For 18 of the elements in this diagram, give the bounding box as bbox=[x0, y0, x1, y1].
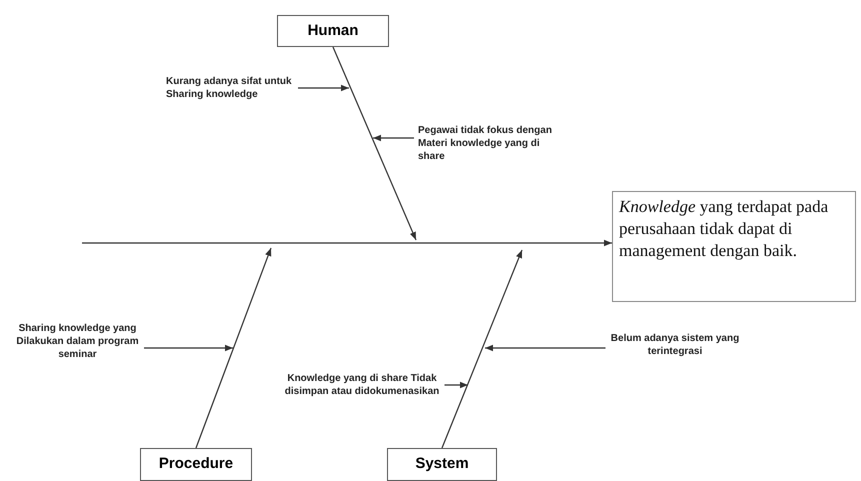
category-box: Human bbox=[277, 15, 389, 47]
arrow bbox=[82, 240, 612, 246]
arrow bbox=[441, 250, 523, 448]
arrow bbox=[444, 382, 468, 388]
arrow bbox=[373, 134, 414, 142]
cause-label: Kurang adanya sifat untuk Sharing knowledge bbox=[166, 75, 294, 103]
arrow bbox=[332, 46, 417, 240]
cause-label: Knowledge yang di share Tidak disimpan atau didokumenasikan bbox=[284, 372, 440, 400]
arrow bbox=[298, 84, 349, 92]
arrow bbox=[485, 344, 606, 352]
arrow bbox=[144, 344, 233, 352]
category-box: Procedure bbox=[140, 448, 252, 481]
cause-label: Belum adanya sistem yang terintegrasi bbox=[610, 332, 740, 360]
arrow bbox=[195, 248, 272, 448]
cause-label: Pegawai tidak fokus dengan Materi knowledge yang di share bbox=[418, 124, 554, 163]
cause-label: Sharing knowledge yang Dilakukan dalam program seminar bbox=[15, 322, 140, 364]
category-box: System bbox=[387, 448, 497, 481]
effect-box: Knowledge yang terdapat pada perusahaan tidak dapat di management dengan baik. bbox=[612, 191, 856, 302]
